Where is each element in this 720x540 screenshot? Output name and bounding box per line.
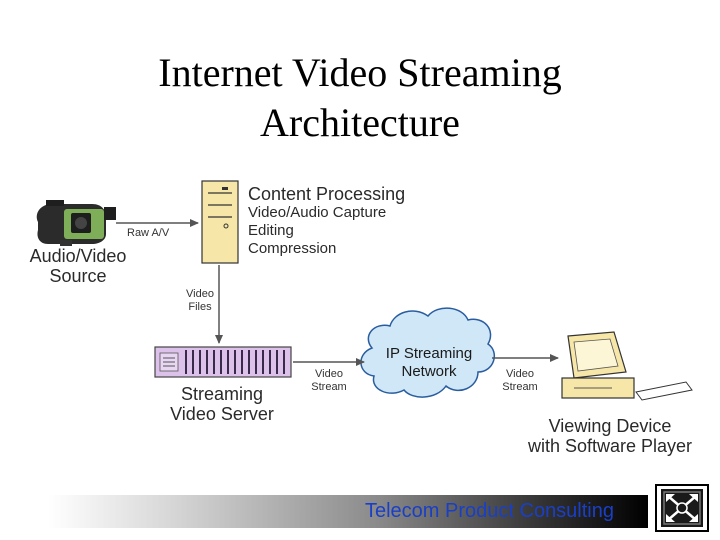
content-processing-item: Editing (248, 222, 294, 239)
content-processing-heading: Content Processing (248, 184, 406, 204)
stream-label-2: Video Stream (498, 368, 542, 394)
content-processing-item: Video/Audio Capture (248, 204, 387, 221)
computer-tower-icon (201, 180, 239, 264)
stream-label-2-line-2: Stream (502, 381, 538, 393)
source-label-line-2: Source (49, 266, 107, 286)
network-label: IP Streaming Network (374, 345, 484, 381)
viewer-label-line-1: Viewing Device (548, 416, 672, 436)
footer-text: Telecom Product Consulting (364, 500, 614, 522)
title-line-1: Internet Video Streaming (158, 50, 562, 95)
viewer-label: Viewing Device with Software Player (516, 416, 704, 456)
network-label-line-2: Network (401, 363, 457, 380)
network-cloud-icon (360, 307, 496, 398)
video-files-label-line-1: Video (186, 288, 214, 300)
video-files-label-line-2: Files (188, 301, 212, 313)
slide-title: Internet Video Streaming Architecture (0, 48, 720, 148)
video-camera-icon (36, 200, 116, 246)
stream-label-1-line-1: Video (315, 368, 343, 380)
content-processing-label: Content Processing Video/Audio Capture E… (248, 184, 405, 258)
viewer-label-line-2: with Software Player (527, 436, 693, 456)
content-processing-item: Compression (248, 240, 337, 257)
footer-bar: Telecom Product Consulting (48, 495, 648, 528)
expand-arrows-icon (655, 484, 709, 532)
source-label: Audio/Video Source (24, 246, 132, 286)
source-label-line-1: Audio/Video (29, 246, 127, 266)
stream-label-1-line-2: Stream (311, 381, 347, 393)
stream-label-1: Video Stream (308, 368, 350, 394)
network-label-line-1: IP Streaming (385, 345, 473, 362)
title-line-2: Architecture (260, 100, 460, 145)
stream-label-2-line-1: Video (506, 368, 534, 380)
server-label-line-2: Video Server (170, 404, 274, 424)
server-label-line-1: Streaming (180, 384, 264, 404)
server-rack-icon (154, 346, 292, 378)
video-files-label: Video Files (180, 288, 220, 314)
computer-monitor-icon (561, 331, 693, 401)
server-label: Streaming Video Server (160, 384, 284, 424)
raw-av-label: Raw A/V (127, 227, 170, 239)
